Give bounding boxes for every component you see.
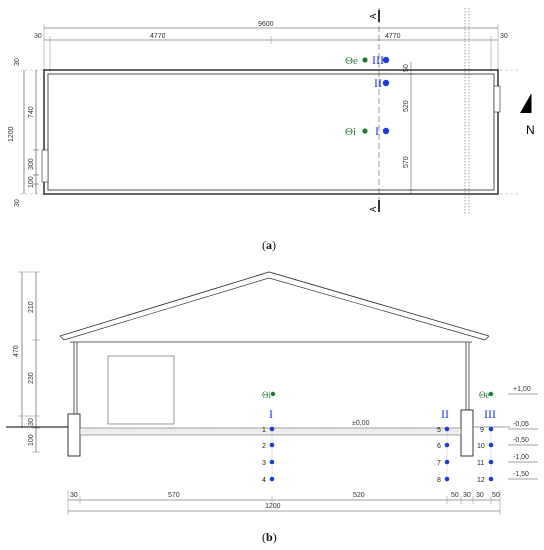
section-dim-bottom-50-b: 50 [492,492,500,499]
point-label-1: 1 [262,427,266,434]
plan-point-III [382,56,390,64]
point-11 [488,459,494,465]
section-dim-470: 470 [13,345,20,357]
section-roof-inner [63,277,486,341]
section-dim-bottom-30-left: 30 [70,492,78,499]
plan-dim-right-edge: 30 [500,33,508,40]
section-drawing: 210 470 230 30 100 ±0,00 Θi [6,271,538,515]
plan-door-west [41,149,49,183]
section-roof-outer [59,271,490,337]
plan-drawing: 9600 30 4770 4770 30 A A 30 740 300 100 … [8,8,535,214]
plan-dim-right-half: 4770 [385,33,401,40]
point-5 [444,426,450,432]
section-mark-top: A [369,13,378,19]
section-dim-230: 230 [28,372,35,384]
plan-point-II [382,79,390,87]
section-label-II: II [441,407,449,421]
plan-theta-e-point [362,57,368,63]
plan-dim-left-740: 740 [28,106,35,118]
section-label-III: III [484,407,496,421]
plan-dim-inner-520: 520 [403,100,410,112]
section-dim-bottom-30-b: 30 [476,492,484,499]
point-label-4: 4 [262,477,266,484]
plan-theta-i-point [362,128,368,134]
level-plus-1-00: +1,00 [513,386,531,393]
level-minus-1-00: -1,00 [513,454,529,461]
north-arrow-icon [520,94,531,113]
point-label-6: 6 [437,443,441,450]
plan-dim-left-total: 1200 [8,126,15,142]
section-dim-bottom-570: 570 [168,492,180,499]
plan-theta-e-label: Θe [345,55,358,67]
plan-dim-inner-50: 50 [403,64,410,72]
point-1 [269,426,275,432]
plan-theta-i-label: Θi [345,126,356,138]
point-label-8: 8 [437,477,441,484]
section-dim-30: 30 [28,418,35,426]
section-floor-level: ±0,00 [352,420,370,427]
point-9 [488,426,494,432]
plan-dim-left-edge: 30 [34,33,42,40]
point-10 [488,442,494,448]
point-label-10: 10 [477,443,485,450]
section-theta-e-point [488,391,494,397]
plan-label-II: II [374,76,382,90]
section-dim-100: 100 [28,434,35,446]
point-4 [269,476,275,482]
plan-dim-left-30-top: 30 [14,58,21,66]
section-theta-e-label: Θe [479,390,490,400]
section-door [107,355,175,425]
point-6 [444,442,450,448]
plan-building-inner-wall [47,73,495,191]
section-label-I: I [269,407,273,421]
section-theta-i-label: Θi [262,390,271,400]
plan-caption: (a) [262,238,276,252]
point-2 [269,442,275,448]
point-label-3: 3 [262,460,266,467]
plan-point-I [382,127,390,135]
point-7 [444,459,450,465]
level-minus-0-05: -0,05 [513,421,529,428]
point-label-9: 9 [480,427,484,434]
plan-dim-overall: 9600 [258,21,274,28]
point-12 [488,476,494,482]
plan-dim-left-30-bottom: 30 [14,199,21,207]
plan-label-I: I [375,124,379,138]
section-foundation-left [67,413,81,457]
section-dim-bottom-total: 1200 [265,503,281,510]
plan-dim-inner-570: 570 [403,156,410,168]
level-minus-0-50: -0,50 [513,437,529,444]
section-mark-bottom: A [369,206,378,212]
point-label-7: 7 [437,460,441,467]
point-8 [444,476,450,482]
section-theta-i-point [270,391,276,397]
section-caption: (b) [262,530,277,544]
plan-dim-left-half: 4770 [150,33,166,40]
section-dim-210: 210 [28,301,35,313]
section-dim-bottom-520: 520 [353,492,365,499]
point-label-12: 12 [477,477,485,484]
section-dim-bottom-30-a: 30 [463,492,471,499]
plan-dim-left-100: 100 [28,176,35,188]
point-label-11: 11 [477,460,484,467]
level-minus-1-50: -1,50 [513,471,529,478]
north-label: N [526,123,535,137]
section-dim-bottom-50-a: 50 [451,492,459,499]
section-foundation-right [460,409,474,457]
point-label-5: 5 [437,427,441,434]
point-3 [269,459,275,465]
point-label-2: 2 [262,443,266,450]
plan-dim-left-300: 300 [28,158,35,170]
plan-door-east [493,85,501,113]
plan-label-III: III [372,53,384,67]
plan-building-outer-wall [43,69,499,195]
